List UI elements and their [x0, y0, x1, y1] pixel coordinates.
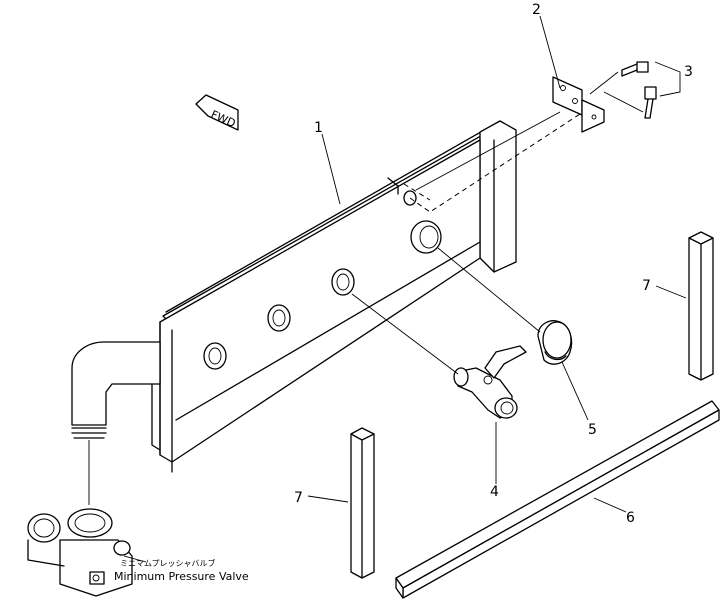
callout-5: 5	[588, 422, 597, 438]
callout-7-right: 7	[642, 278, 651, 294]
leader-lines	[123, 15, 687, 563]
callout-6: 6	[626, 510, 635, 526]
fwd-label: FWD	[209, 108, 238, 130]
spacer-post-right	[688, 231, 714, 381]
callout-7-left: 7	[294, 490, 303, 506]
valve-caption-english: Minimum Pressure Valve	[114, 570, 249, 583]
inlet-pipe	[71, 341, 161, 505]
cap-plug	[537, 320, 573, 365]
callout-1: 1	[314, 120, 323, 136]
drain-cock	[453, 345, 527, 419]
mounting-bracket	[552, 76, 605, 133]
spacer-post-left	[350, 427, 375, 579]
callout-3: 3	[684, 64, 693, 80]
callout-4: 4	[490, 484, 499, 500]
fwd-direction-marker: FWD	[195, 94, 239, 131]
minimum-pressure-valve	[27, 508, 133, 597]
valve-caption-japanese: ミニマムプレッシャバルブ	[120, 558, 216, 568]
bolt-upper	[621, 61, 649, 77]
bolt-lower	[644, 86, 657, 119]
callout-2: 2	[532, 2, 541, 18]
tank-panel-assembly	[151, 120, 517, 473]
long-spacer-strip	[395, 400, 720, 599]
